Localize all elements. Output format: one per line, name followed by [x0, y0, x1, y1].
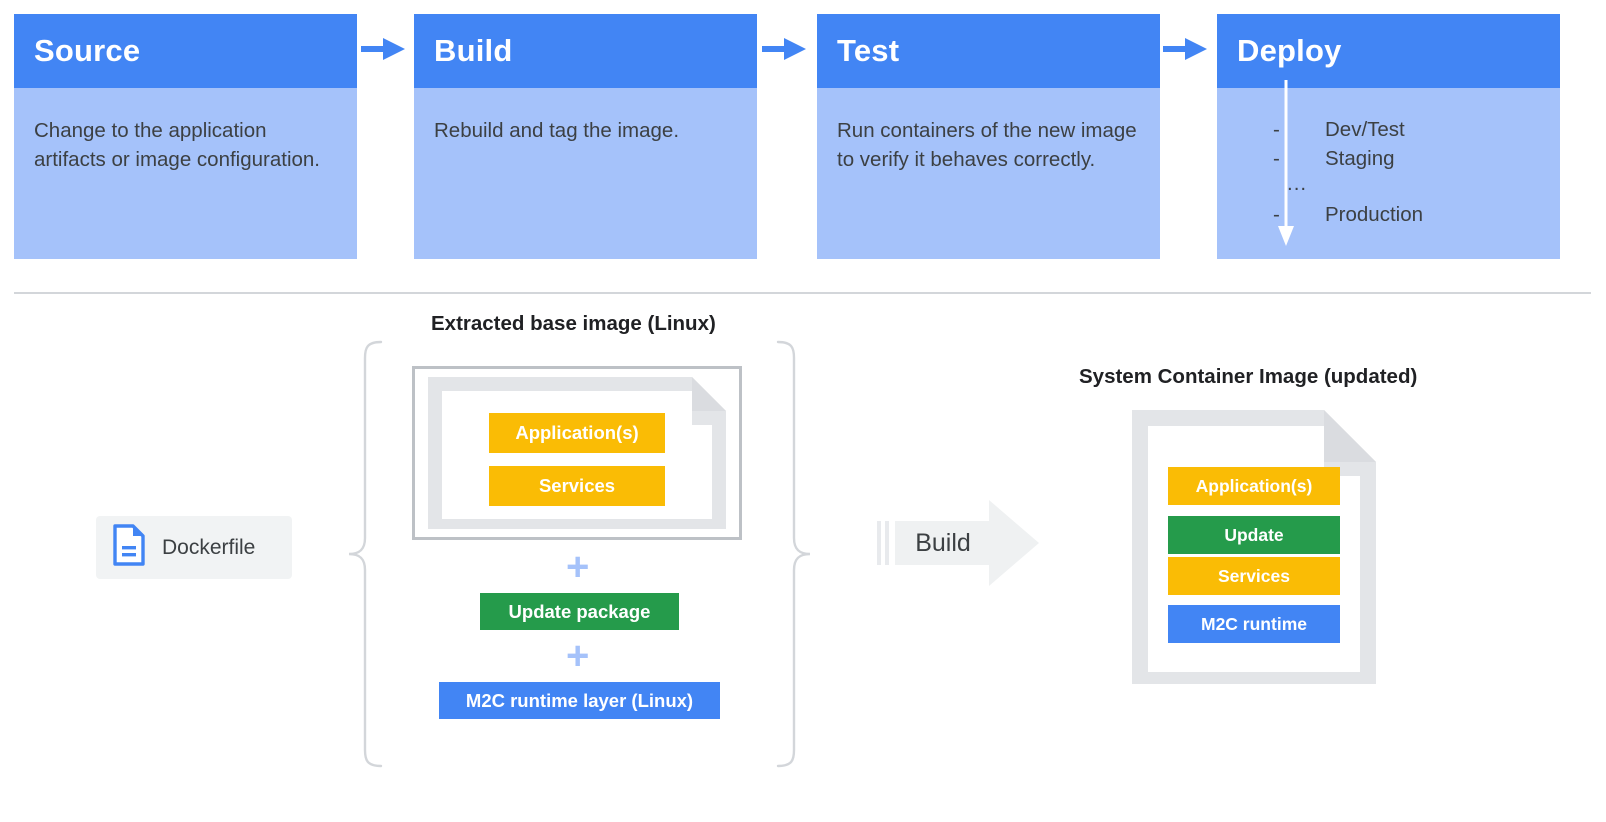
base-layer-application: Application(s) — [489, 413, 665, 453]
curly-brace-right — [776, 340, 812, 768]
bullet-dash: - — [1273, 118, 1280, 141]
card-title-build: Build — [414, 14, 757, 88]
pipeline-card-test: Test Run containers of the new image to … — [817, 14, 1160, 259]
plus-icon: + — [566, 634, 590, 678]
sys-layer-application: Application(s) — [1168, 467, 1340, 505]
deploy-stage-label: Dev/Test — [1325, 118, 1405, 141]
deploy-stage-label: Production — [1325, 202, 1424, 226]
pipeline-card-source: Source Change to the application artifac… — [14, 14, 357, 259]
card-body-deploy: - Dev/Test - Staging ... - Production — [1217, 80, 1560, 259]
deploy-stage-item: - Dev/Test — [1273, 116, 1523, 145]
sys-layer-m2c-runtime: M2C runtime — [1168, 605, 1340, 643]
deploy-stage-item: - Production — [1273, 201, 1523, 230]
arrow-right-icon — [1163, 36, 1207, 62]
arrow-down-icon — [1274, 80, 1298, 258]
section-divider — [14, 292, 1591, 294]
dockerfile-label: Dockerfile — [162, 535, 256, 559]
deploy-stage-ellipsis: ... — [1287, 172, 1308, 196]
pipeline-card-deploy: Deploy - Dev/Test - Staging ... — [1217, 14, 1560, 259]
base-layer-services: Services — [489, 466, 665, 506]
deploy-stage-item: - Staging — [1273, 145, 1523, 174]
base-image-label: Extracted base image (Linux) — [431, 312, 716, 335]
pipeline-card-build: Build Rebuild and tag the image. — [414, 14, 757, 259]
card-body-source: Change to the application artifacts or i… — [14, 88, 357, 259]
deploy-stage-label: Staging — [1325, 146, 1395, 170]
system-image-label: System Container Image (updated) — [1079, 365, 1418, 388]
arrow-right-icon — [762, 36, 806, 62]
deploy-stage-list: - Dev/Test - Staging ... - Production — [1273, 116, 1523, 230]
build-arrow-label: Build — [915, 528, 971, 557]
sys-layer-update: Update — [1168, 516, 1340, 554]
plus-icon: + — [566, 545, 590, 589]
bullet-dash: - — [1273, 202, 1280, 226]
card-title-source: Source — [14, 14, 357, 88]
curly-brace-left — [347, 340, 383, 768]
card-title-deploy: Deploy — [1217, 14, 1560, 88]
layer-update-package: Update package — [480, 593, 679, 630]
arrow-right-icon — [361, 36, 405, 62]
bullet-dash: - — [1273, 146, 1280, 170]
card-title-test: Test — [817, 14, 1160, 88]
dockerfile-chip[interactable]: Dockerfile — [96, 516, 292, 579]
card-body-build: Rebuild and tag the image. — [414, 88, 757, 259]
build-arrow: Build — [877, 500, 1039, 586]
sys-layer-services: Services — [1168, 557, 1340, 595]
layer-m2c-runtime-linux: M2C runtime layer (Linux) — [439, 682, 720, 719]
card-body-test: Run containers of the new image to verif… — [817, 88, 1160, 259]
base-image-document-shape — [420, 373, 734, 533]
document-icon — [112, 524, 146, 571]
